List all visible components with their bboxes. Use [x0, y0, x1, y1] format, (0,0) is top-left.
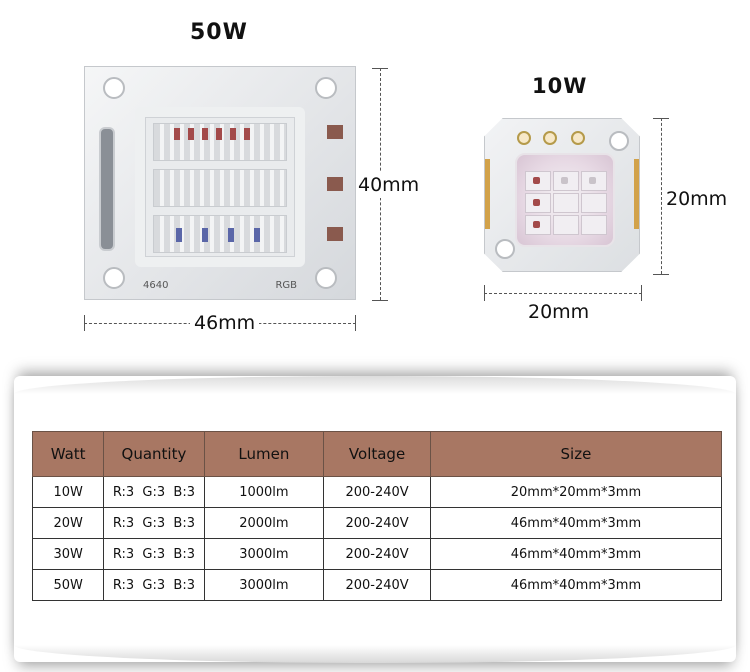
- led-die-array: [135, 107, 305, 267]
- header-voltage: Voltage: [323, 431, 431, 477]
- cell-quantity: R:3 G:3 B:3: [103, 507, 205, 539]
- solder-pad: [327, 125, 343, 139]
- solder-pad: [327, 177, 343, 191]
- height-label-small: 20mm: [666, 188, 728, 210]
- pin-ring: [571, 131, 585, 145]
- spec-table: Watt Quantity Lumen Voltage Size 10W R:3…: [31, 431, 723, 601]
- cell-quantity: R:3 G:3 B:3: [103, 569, 205, 601]
- cell-quantity: R:3 G:3 B:3: [103, 476, 205, 508]
- height-label-large: 40mm: [358, 172, 420, 198]
- contact-stripe: [634, 159, 639, 229]
- table-row: 10W R:3 G:3 B:3 1000lm 200-240V 20mm*20m…: [31, 476, 723, 508]
- contact-stripe: [485, 159, 490, 229]
- cell-quantity: R:3 G:3 B:3: [103, 538, 205, 570]
- pin-ring: [517, 131, 531, 145]
- cell-size: 46mm*40mm*3mm: [429, 538, 723, 570]
- table-row: 20W R:3 G:3 B:3 2000lm 200-240V 46mm*40m…: [31, 507, 723, 539]
- cell-watt: 30W: [31, 538, 105, 570]
- mount-hole: [609, 131, 629, 151]
- spec-table-header: Watt Quantity Lumen Voltage Size: [31, 431, 723, 477]
- cell-size: 46mm*40mm*3mm: [429, 569, 723, 601]
- table-row: 50W R:3 G:3 B:3 3000lm 200-240V 46mm*40m…: [31, 569, 723, 601]
- width-label-large: 46mm: [190, 312, 260, 334]
- small-chip-title: 10W: [532, 74, 588, 98]
- cell-watt: 20W: [31, 507, 105, 539]
- cell-voltage: 200-240V: [323, 507, 431, 539]
- header-watt: Watt: [31, 431, 105, 477]
- solder-pad: [327, 227, 343, 241]
- width-label-small: 20mm: [528, 301, 590, 323]
- cell-voltage: 200-240V: [323, 476, 431, 508]
- cell-watt: 10W: [31, 476, 105, 508]
- header-lumen: Lumen: [203, 431, 325, 477]
- cell-watt: 50W: [31, 569, 105, 601]
- led-row-red: [153, 123, 287, 161]
- cell-lumen: 3000lm: [203, 569, 325, 601]
- cell-size: 46mm*40mm*3mm: [429, 507, 723, 539]
- board-slot: [99, 127, 115, 251]
- header-size: Size: [429, 431, 723, 477]
- paper-curl-bottom: [14, 645, 736, 663]
- board-code-label: 4640: [143, 280, 169, 291]
- mount-hole: [495, 239, 515, 259]
- paper-curl-top: [14, 376, 736, 394]
- small-led-board-image: [484, 118, 640, 272]
- table-row: 30W R:3 G:3 B:3 3000lm 200-240V 46mm*40m…: [31, 538, 723, 570]
- header-quantity: Quantity: [103, 431, 205, 477]
- large-led-board-image: 4640 RGB: [84, 66, 356, 300]
- mount-hole: [103, 267, 125, 289]
- led-row-green: [153, 169, 287, 207]
- mount-hole: [315, 267, 337, 289]
- pin-ring: [543, 131, 557, 145]
- cell-lumen: 1000lm: [203, 476, 325, 508]
- width-dimension-line-small: [484, 293, 642, 294]
- mount-hole: [103, 77, 125, 99]
- cell-lumen: 2000lm: [203, 507, 325, 539]
- cell-voltage: 200-240V: [323, 569, 431, 601]
- cell-voltage: 200-240V: [323, 538, 431, 570]
- cell-size: 20mm*20mm*3mm: [429, 476, 723, 508]
- cell-lumen: 3000lm: [203, 538, 325, 570]
- led-row-blue: [153, 215, 287, 253]
- large-chip-title: 50W: [190, 20, 248, 45]
- led-die-small: [515, 153, 615, 247]
- height-dimension-line-small: [661, 118, 662, 274]
- mount-hole: [315, 77, 337, 99]
- board-rgb-label: RGB: [275, 280, 297, 291]
